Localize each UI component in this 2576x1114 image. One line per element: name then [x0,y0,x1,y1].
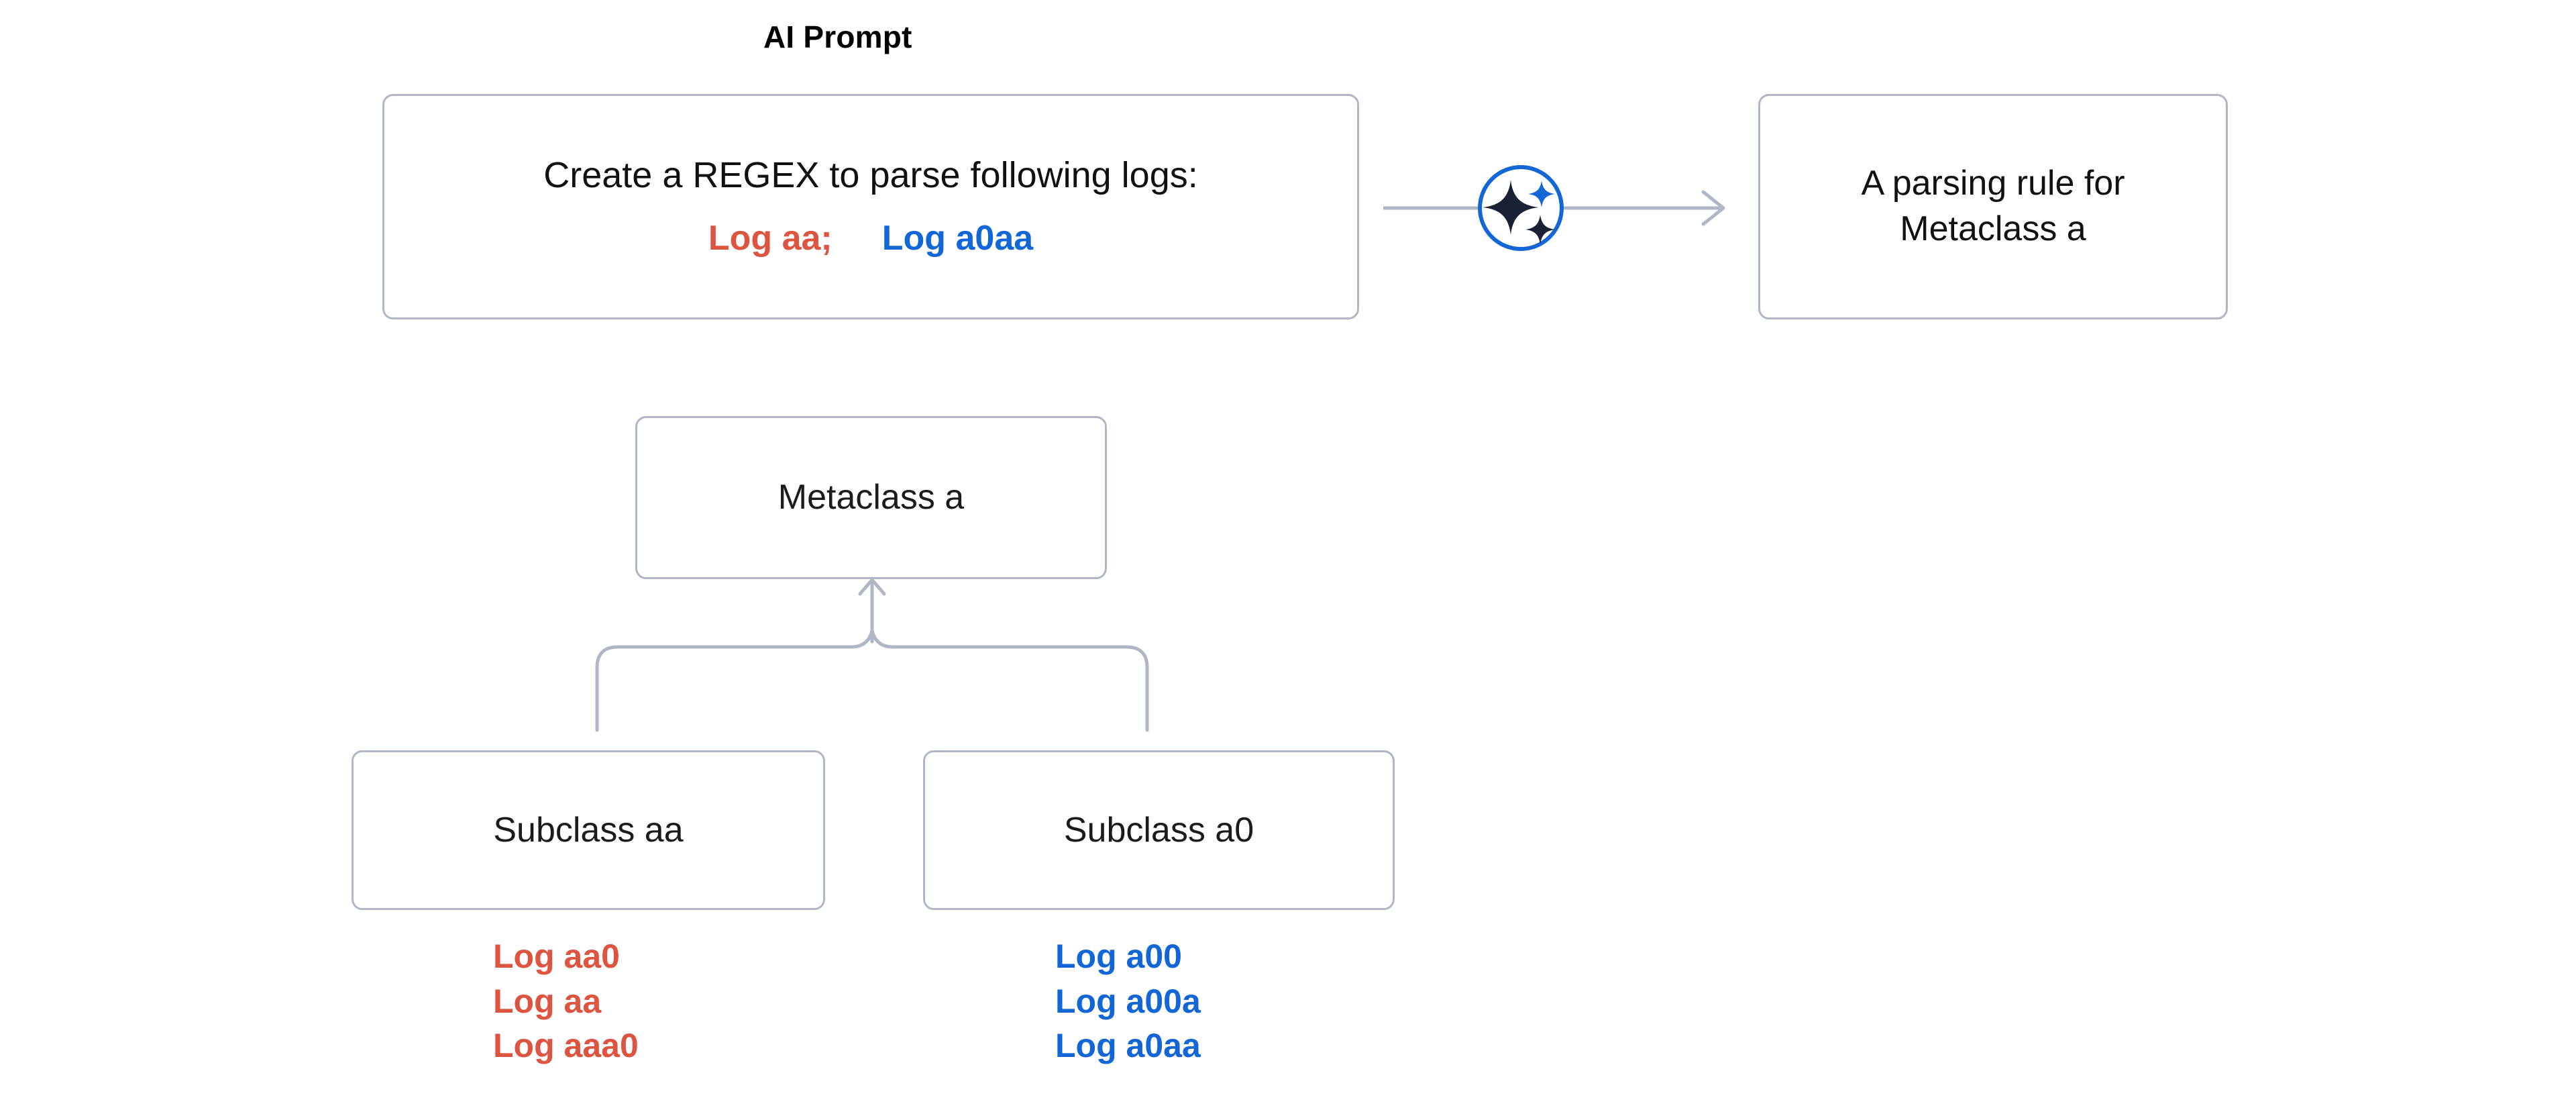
ai-connector [1358,141,1760,275]
log-line: Log a0aa [1055,1027,1201,1064]
subclass-a0-log-list: Log a00 Log a00a Log a0aa [1055,934,1201,1068]
prompt-box: Create a REGEX to parse following logs: … [382,94,1359,319]
tree-connector [550,577,1194,738]
subclass-a0-node: Subclass a0 [923,750,1395,910]
log-line: Log aa0 [493,938,620,975]
arrow-right-icon [1701,190,1725,226]
log-line: Log a00a [1055,982,1201,1020]
sample-log-red: Log aa; [708,219,833,258]
log-line: Log aa [493,982,602,1020]
subclass-aa-node: Subclass aa [352,750,825,910]
log-line: Log a00 [1055,938,1182,975]
subclass-aa-label: Subclass aa [493,810,684,850]
output-box: A parsing rule for Metaclass a [1758,94,2228,319]
page-title: AI Prompt [763,19,912,54]
prompt-box-content: Create a REGEX to parse following logs: … [384,152,1357,261]
metaclass-node: Metaclass a [635,416,1107,579]
metaclass-node-label: Metaclass a [777,478,965,517]
sparkle-small-dark-icon [1525,215,1555,244]
prompt-sample-logs: Log aa; Log a0aa [411,216,1330,261]
tree-branch-right [870,629,1149,732]
output-line-2: Metaclass a [1900,209,2086,248]
output-line-1: A parsing rule for [1861,164,2125,203]
sparkle-icon [1483,180,1539,235]
sparkle-small-blue-icon [1528,181,1555,207]
prompt-instruction: Create a REGEX to parse following logs: [543,155,1198,196]
log-line: Log aaa0 [493,1027,639,1064]
tree-branch-left [595,629,874,732]
subclass-aa-log-list: Log aa0 Log aa Log aaa0 [493,934,639,1068]
sample-log-blue: Log a0aa [881,219,1034,258]
output-box-content: A parsing rule for Metaclass a [1760,161,2226,252]
merge-arrow-up-icon [858,578,886,596]
subclass-a0-label: Subclass a0 [1063,810,1254,850]
